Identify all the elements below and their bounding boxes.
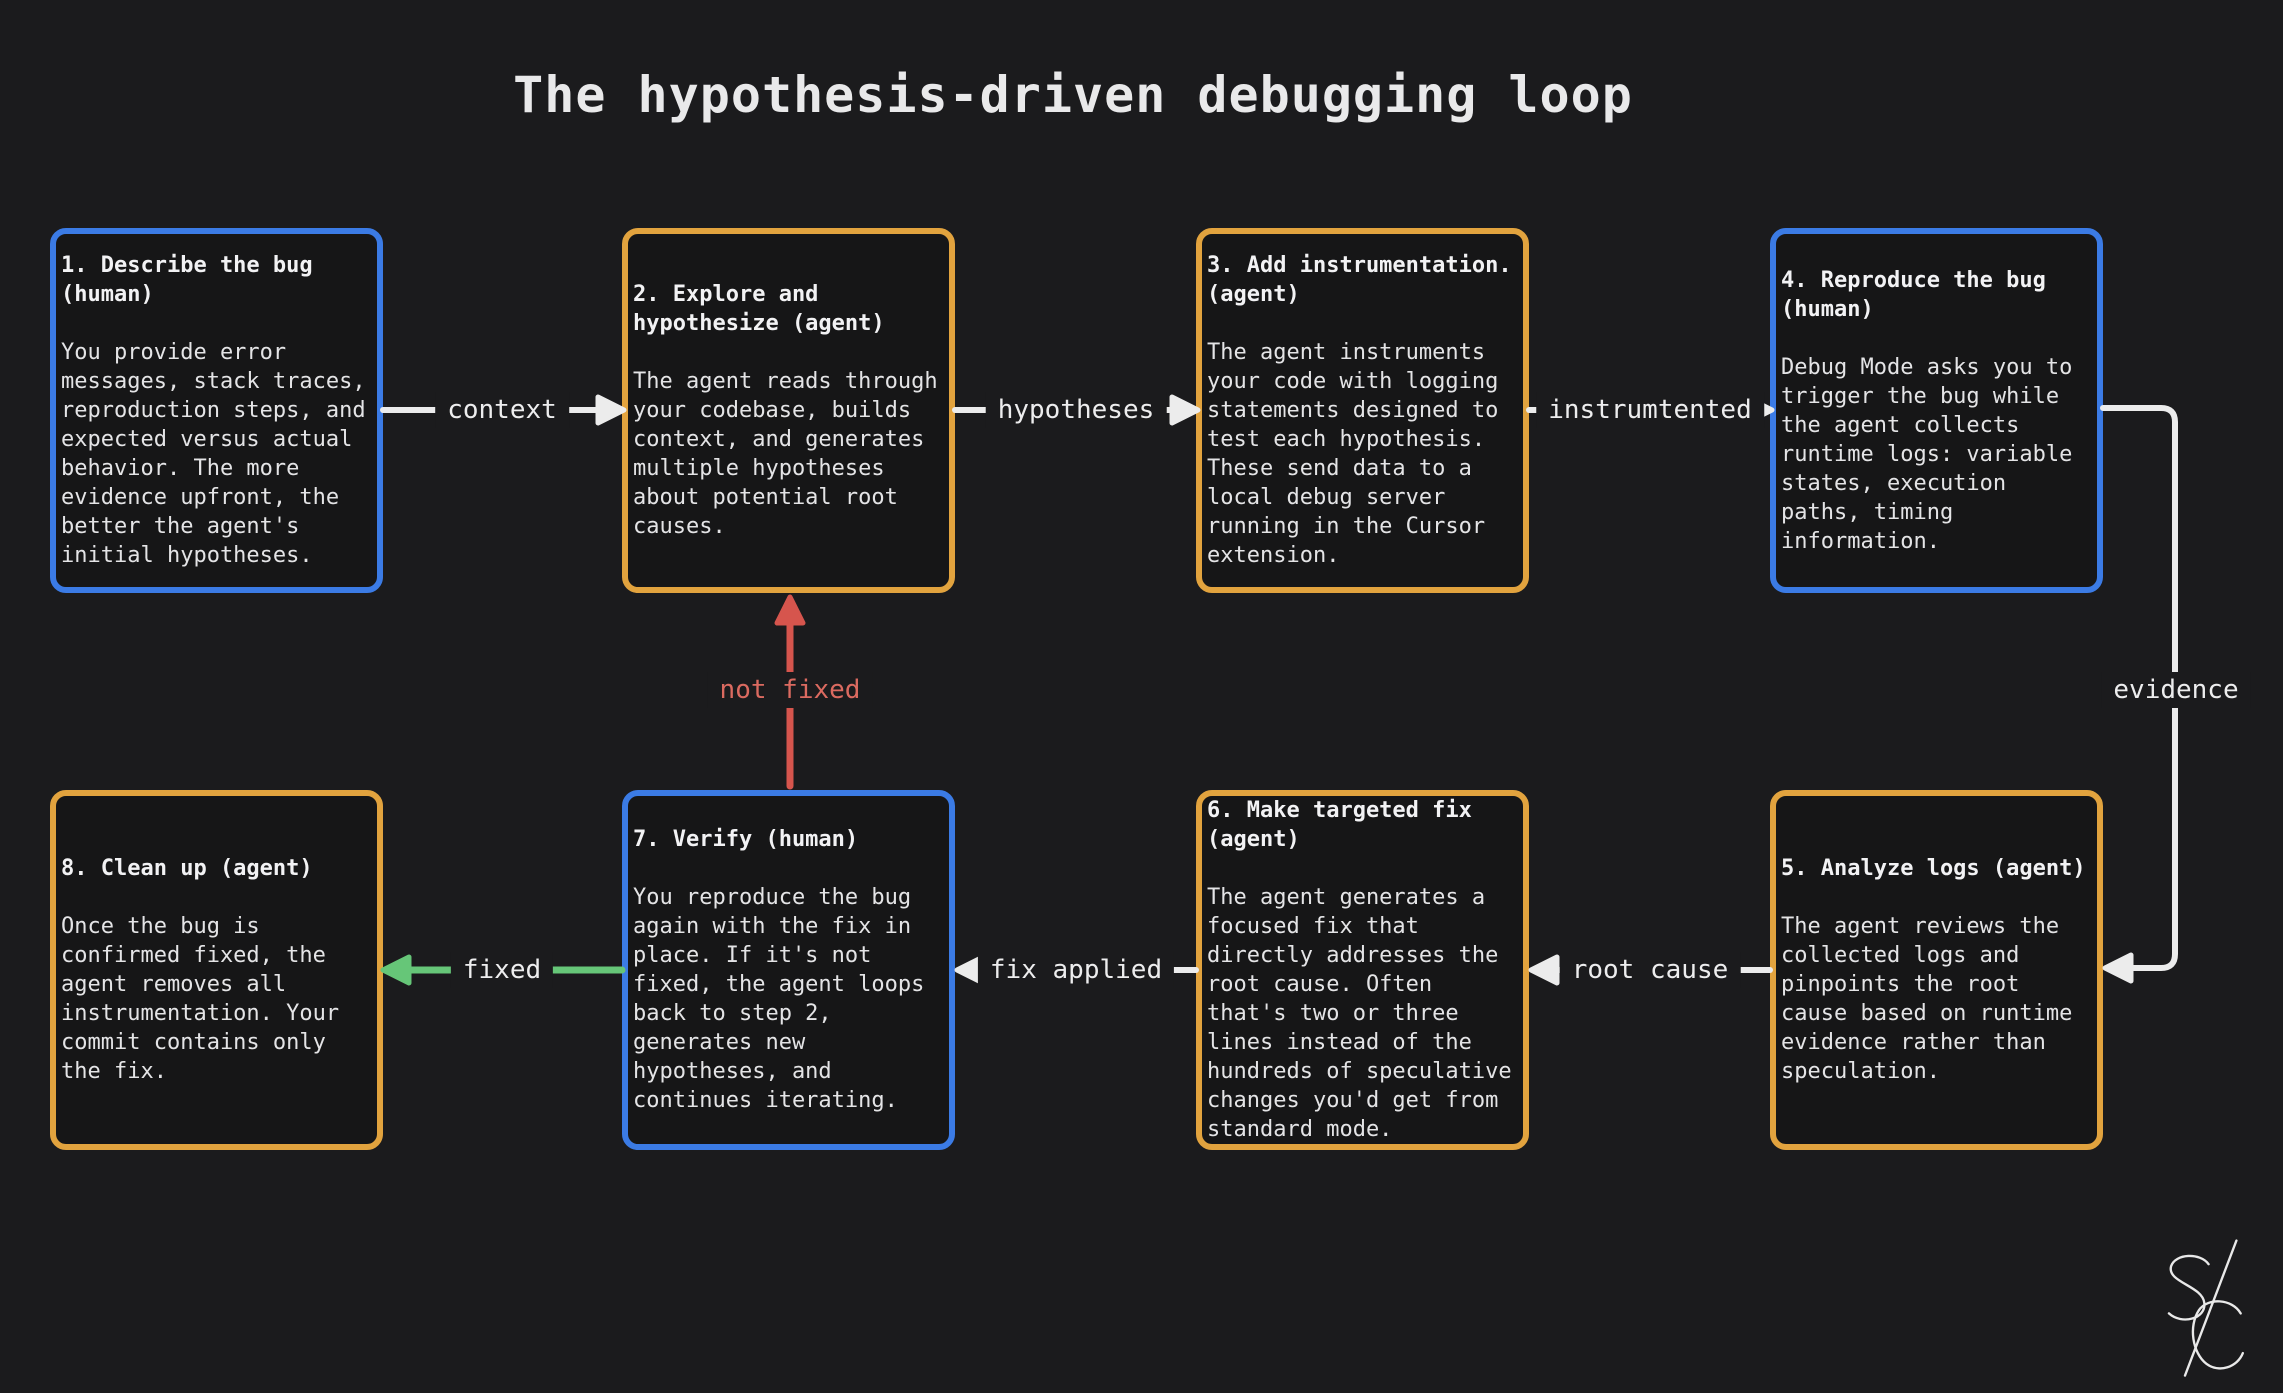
label-not-fixed: not fixed (707, 672, 873, 708)
step-6-box: 6. Make targeted fix (agent) The agent g… (1196, 790, 1529, 1150)
label-root-cause: root cause (1559, 952, 1741, 988)
step-1-box: 1. Describe the bug (human) You provide … (50, 228, 383, 593)
step-8-box: 8. Clean up (agent) Once the bug is conf… (50, 790, 383, 1150)
step-8-heading: 8. Clean up (agent) (61, 856, 313, 881)
step-3-body: The agent instruments your code with log… (1207, 340, 1499, 568)
arrowhead-hypotheses (1169, 394, 1201, 426)
step-1-heading: 1. Describe the bug (human) (61, 253, 313, 307)
step-6-body: The agent generates a focused fix that d… (1207, 885, 1512, 1142)
step-4-heading: 4. Reproduce the bug (human) (1781, 267, 2046, 322)
step-5-box: 5. Analyze logs (agent) The agent review… (1770, 790, 2103, 1150)
arrowhead-evidence (2102, 952, 2134, 984)
step-1-body: You provide error messages, stack traces… (61, 340, 366, 568)
label-fixed: fixed (450, 952, 554, 988)
label-instrumented: instrumtented (1536, 392, 1764, 428)
step-8-body: Once the bug is confirmed fixed, the age… (61, 914, 340, 1084)
step-5-body: The agent reviews the collected logs and… (1781, 914, 2073, 1084)
step-7-box: 7. Verify (human) You reproduce the bug … (622, 790, 955, 1150)
label-fix-applied: fix applied (977, 952, 1175, 988)
label-context: context (435, 392, 569, 428)
label-hypotheses: hypotheses (985, 392, 1167, 428)
arrowhead-root-cause (1528, 954, 1560, 986)
arrowhead-context (595, 394, 627, 426)
step-6-heading: 6. Make targeted fix (agent) (1207, 798, 1472, 852)
step-4-box: 4. Reproduce the bug (human) Debug Mode … (1770, 228, 2103, 593)
step-7-body: You reproduce the bug again with the fix… (633, 885, 925, 1113)
arrowhead-not-fixed (774, 594, 806, 626)
logo-letter-s (2167, 1254, 2210, 1321)
step-2-box: 2. Explore and hypothesize (agent) The a… (622, 228, 955, 593)
step-2-heading: 2. Explore and hypothesize (agent) (633, 282, 885, 336)
label-evidence: evidence (2101, 672, 2251, 708)
step-7-heading: 7. Verify (human) (633, 827, 859, 852)
sc-monogram-icon (2167, 1239, 2245, 1377)
step-3-heading: 3. Add instrumentation. (agent) (1207, 253, 1512, 307)
step-3-box: 3. Add instrumentation. (agent) The agen… (1196, 228, 1529, 593)
sc-monogram-logo (2140, 1232, 2260, 1386)
logo-letter-c (2191, 1300, 2245, 1370)
page-title: The hypothesis-driven debugging loop (513, 66, 1633, 124)
step-2-body: The agent reads through your codebase, b… (633, 369, 938, 539)
arrowhead-fixed (380, 954, 412, 986)
step-5-heading: 5. Analyze logs (agent) (1781, 856, 2086, 881)
logo-slash (2183, 1239, 2238, 1377)
step-4-body: Debug Mode asks you to trigger the bug w… (1781, 354, 2073, 554)
